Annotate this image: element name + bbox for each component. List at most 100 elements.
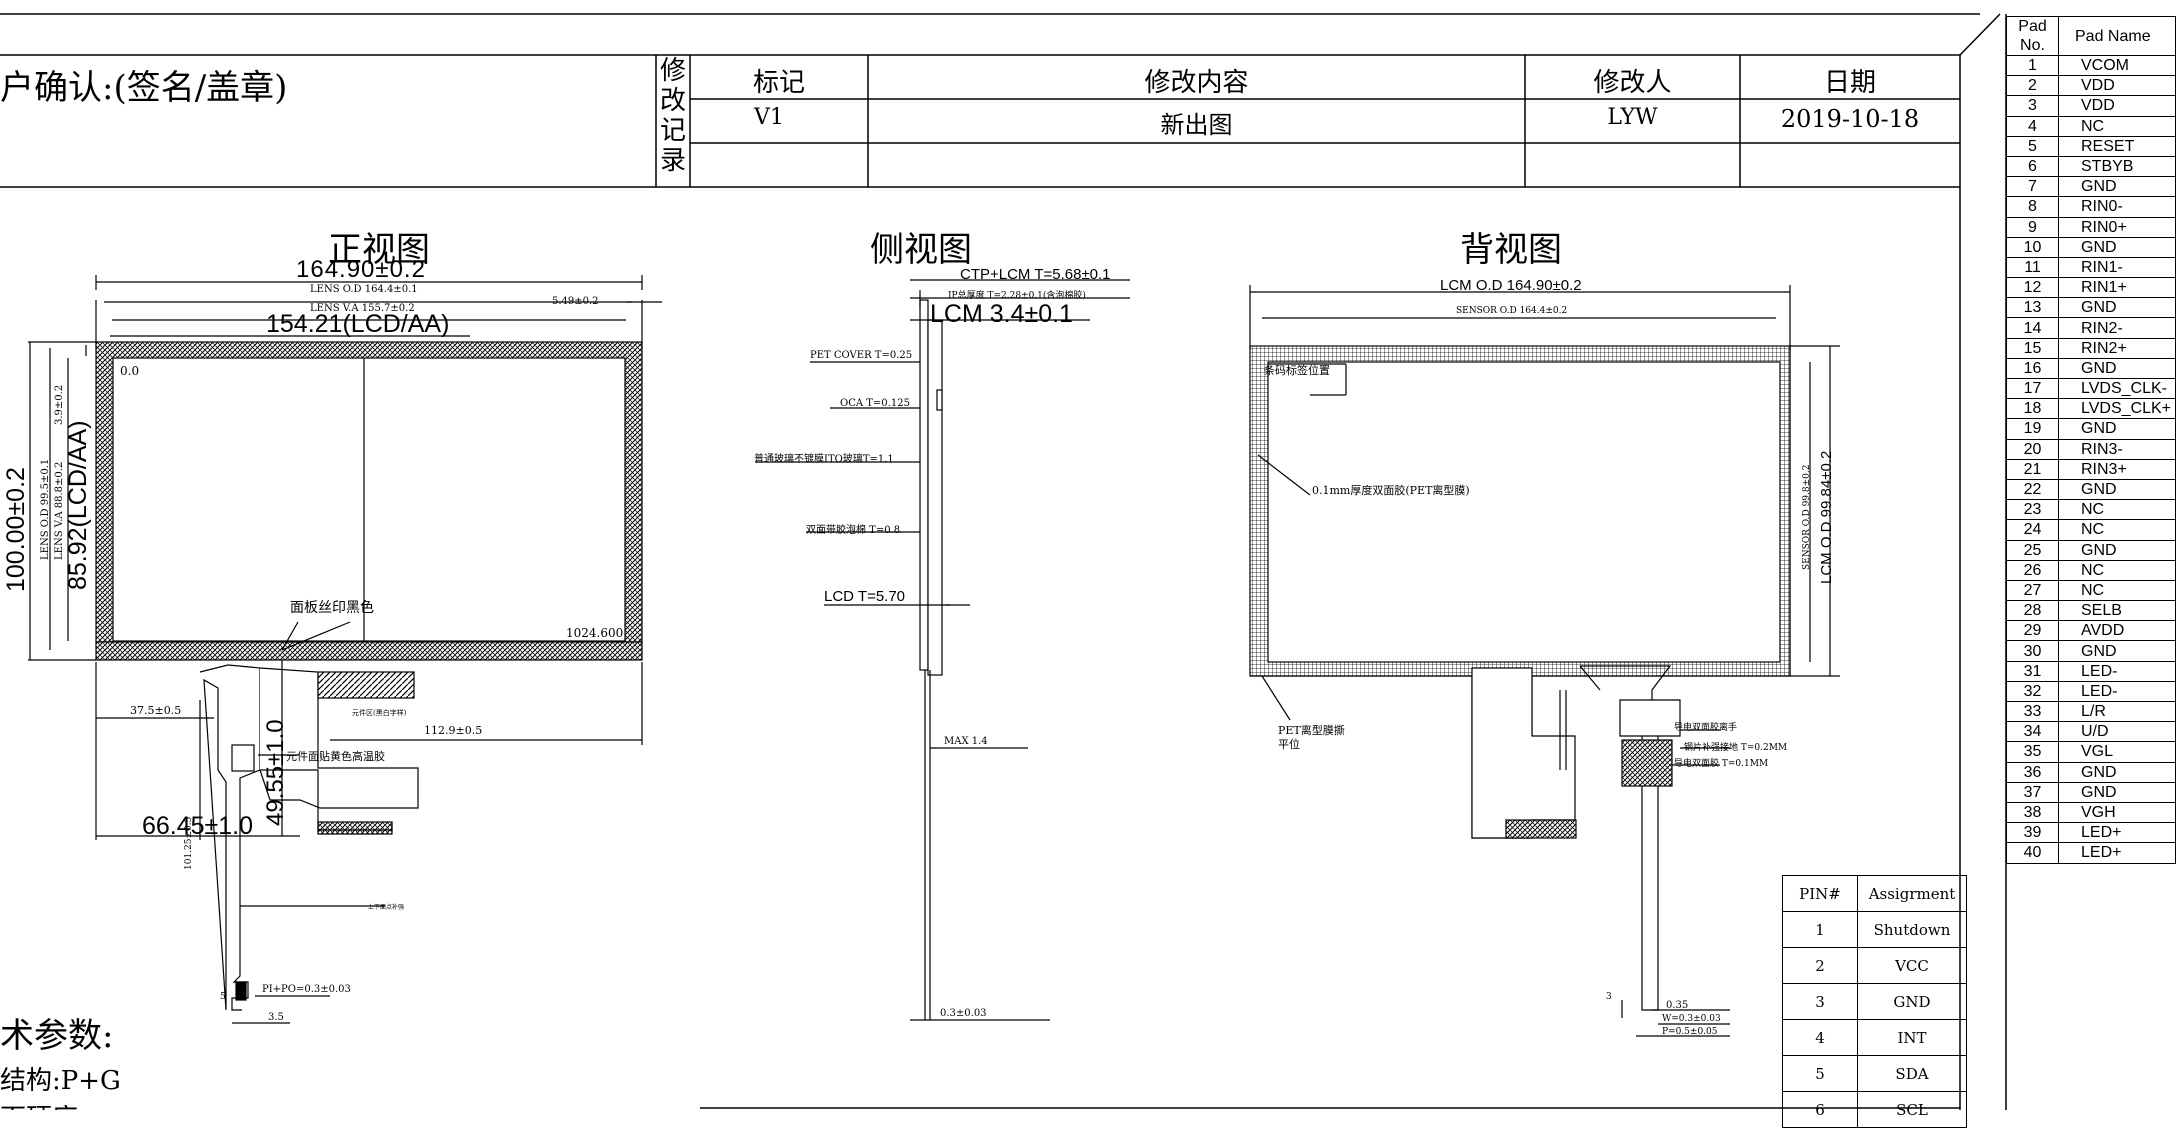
params-title: 术参数: [0, 1016, 114, 1056]
side-view-title: 侧视图 [870, 230, 972, 270]
pad-name: RIN3+ [2058, 458, 2176, 480]
pad-no: 4 [2006, 115, 2059, 137]
pad-no: 38 [2006, 801, 2059, 824]
pin-width: W=0.3±0.03 [1662, 1014, 1721, 1024]
pad-no: 24 [2006, 519, 2059, 541]
pin-assign: VCC [1857, 947, 1967, 984]
pad-name: L/R [2058, 700, 2176, 723]
pad-no: 30 [2006, 640, 2059, 662]
pad-no: 19 [2006, 418, 2059, 440]
front-view-drawing [28, 275, 662, 1024]
max-label: MAX 1.4 [944, 736, 988, 747]
pad-no: 10 [2006, 236, 2059, 258]
pad-no: 31 [2006, 660, 2059, 682]
pad-name: VDD [2058, 75, 2176, 97]
pin-pitch-tolerance: P=0.5±0.05 [1662, 1027, 1718, 1037]
params-cut-line: 面硬度 [0, 1098, 78, 1110]
pin-assign: GND [1857, 983, 1967, 1020]
dim-top-gap: 3.9±0.2 [54, 384, 65, 425]
table-row: Pad No. Pad Name [2006, 16, 2176, 56]
pad-name: NC [2058, 519, 2176, 541]
pad-no: 25 [2006, 539, 2059, 561]
pad-name: LVDS_CLK+ [2058, 398, 2176, 420]
dim-aa-height: 85.92(LCD/AA) [64, 420, 92, 590]
revision-char-2: 改 [660, 86, 687, 116]
pad-no: 12 [2006, 277, 2059, 299]
pad-no: 2 [2006, 75, 2059, 97]
pad-no: 18 [2006, 398, 2059, 420]
dim-fpc-position: 66.45±1.0 [142, 812, 254, 840]
pad-name: GND [2058, 539, 2176, 561]
pad-name: SELB [2058, 600, 2176, 622]
pin-height: 3 [1606, 992, 1612, 1002]
pad-name: VDD [2058, 95, 2176, 117]
dim-glue-thickness: IP总厚度 T=2.28±0.1(含泡棉胶) [948, 291, 1086, 301]
row1-date: 2019-10-18 [1780, 105, 1920, 133]
dim-aa-width: 154.21(LCD/AA) [266, 310, 450, 338]
revision-record-label: 修 改 记 录 [660, 56, 686, 176]
pad-name: RIN2+ [2058, 337, 2176, 359]
dim-sensor-height: SENSOR O.D 99.8±0.2 [1802, 464, 1812, 570]
dim-lens-od-height: LENS O.D 99.5±0.1 [40, 458, 51, 560]
sensor-glass-label: 普通玻璃不镀膜ITO玻璃T=1.1 [754, 454, 894, 465]
pin-assign: Shutdown [1857, 911, 1967, 948]
pad-no: 22 [2006, 478, 2059, 501]
pin-pitch: 0.35 [1666, 1000, 1689, 1011]
pad-no: 37 [2006, 781, 2059, 803]
dim-lens-va: LENS V.A 155.7±0.2 [310, 303, 415, 314]
pin-assign: SDA [1857, 1055, 1967, 1092]
pad-name: GND [2058, 357, 2176, 380]
pad-name: GND [2058, 761, 2176, 783]
pad-name: GND [2058, 236, 2176, 258]
pad-no: 20 [2006, 438, 2059, 460]
row1-content: 新出图 [1160, 111, 1233, 139]
pad-name: RESET [2058, 135, 2176, 157]
back-view-drawing [1249, 285, 1840, 1037]
component-note: 元件面贴黄色高温胶 [286, 750, 385, 763]
pad-name: VGH [2058, 801, 2176, 824]
customer-confirm-label: 户确认:(签名/盖章) [0, 68, 288, 108]
dim-height: 100.00±0.2 [2, 467, 30, 592]
conductive-tape-thickness: 导电双面胶 T=0.1MM [1674, 759, 1769, 769]
tail-height: 5 [220, 992, 226, 1002]
pad-no: 5 [2006, 135, 2059, 157]
bezel-print-note: 面板丝印黑色 [290, 600, 374, 616]
pad-no: 8 [2006, 196, 2059, 218]
revision-char-3: 记 [660, 116, 687, 146]
col-date-header: 日期 [1823, 68, 1876, 98]
front-view-title: 正视图 [328, 230, 430, 270]
fpc-right-dim: 112.9±0.5 [424, 724, 483, 737]
dim-total-thickness: CTP+LCM T=5.68±0.1 [960, 266, 1111, 283]
pad-name: NC [2058, 115, 2176, 137]
pad-name: LVDS_CLK- [2058, 377, 2176, 400]
pad-no: 17 [2006, 377, 2059, 400]
pad-no: 39 [2006, 822, 2059, 844]
pad-no: 33 [2006, 700, 2059, 723]
fpc-zone-note: 元件区(黑白字样) [352, 709, 407, 717]
pad-no: 13 [2006, 297, 2059, 319]
pad-name: RIN0+ [2058, 216, 2176, 238]
pad-name: GND [2058, 297, 2176, 319]
dim-fpc-length: 49.55±1.0 [262, 719, 289, 826]
